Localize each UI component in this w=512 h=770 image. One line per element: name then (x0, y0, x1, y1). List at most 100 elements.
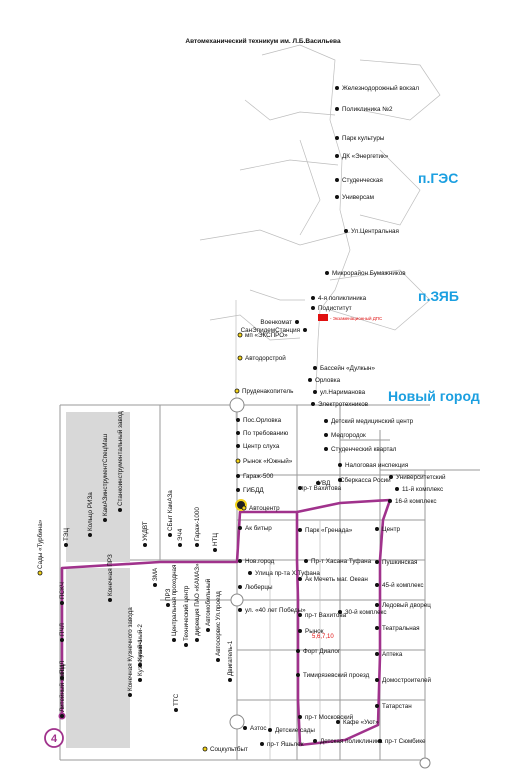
stop-marker (236, 418, 240, 422)
stop-marker (268, 728, 272, 732)
stop-marker (60, 638, 64, 642)
stop-label: Парк «Гренада» (305, 527, 353, 534)
stop-label: По требованию (243, 429, 288, 437)
stop-marker (335, 86, 339, 90)
stop-marker (344, 229, 348, 233)
stop-label: ПЦЛ (59, 661, 66, 674)
stop-label: ТЭЦ (63, 528, 70, 541)
stop-marker (118, 508, 122, 512)
stop-label: Ул.Центральная (351, 228, 399, 235)
stop-marker (298, 577, 302, 581)
stop-marker (237, 332, 243, 338)
stop-marker (108, 598, 112, 602)
stop-label: Кольцо РИЗа (87, 492, 94, 531)
stop-label: ЭЧ4 (177, 528, 184, 541)
stop-marker (389, 475, 393, 479)
stop-label: Автомобильный (204, 578, 212, 626)
stop-marker (168, 533, 172, 537)
stop-marker (88, 533, 92, 537)
stop-marker (298, 528, 302, 532)
stop-label: Пруденакопитель (242, 388, 294, 395)
stop-label: Гараж-1000 (194, 507, 201, 541)
stop-marker (378, 739, 382, 743)
stop-marker (375, 527, 379, 531)
stop-label: дирекция ПАО «КАМАЗ» (194, 563, 201, 636)
stop-label: Театральная (382, 625, 420, 632)
stop-label: 11-й комплекс (402, 485, 443, 493)
stop-marker (313, 366, 317, 370)
stop-marker (236, 444, 240, 448)
stop-label: Рынок «Южный» (243, 457, 293, 465)
stop-label: Микрорайон Бумажников (332, 269, 406, 277)
stop-marker (60, 676, 64, 680)
stop-label: Конечная ПРЗ (107, 554, 114, 596)
stop-marker (298, 613, 302, 617)
district-ges: п.ГЭС (418, 170, 458, 186)
route-frequency-note: 5,6,7,10 (312, 634, 334, 640)
stop-marker (375, 560, 379, 564)
stop-label: Электротехников (318, 401, 369, 408)
stop-marker (236, 488, 240, 492)
stop-marker (235, 458, 241, 464)
stop-label: Детский медицинский центр (331, 417, 414, 425)
stop-label: Нов.город (245, 558, 275, 565)
stop-label: Азтос (250, 725, 267, 732)
stop-label: Соцкультбыт (210, 745, 248, 753)
stop-label: Пр-т Хасана Туфана (311, 558, 372, 565)
stop-label: Люберцы (245, 583, 273, 591)
stop-marker (238, 526, 242, 530)
stop-label: УВД (318, 480, 331, 487)
stop-marker (138, 678, 142, 682)
stop-marker (298, 715, 302, 719)
stop-marker (375, 603, 379, 607)
stop-label: Ак Мечеть маг. Океан (305, 576, 368, 583)
stop-marker (304, 559, 308, 563)
stop-label: Ледовый дворец (382, 601, 431, 609)
stop-label: мп «ЭКСПРО» (245, 332, 288, 339)
stop-label: Технический центр (182, 585, 190, 641)
stop-marker (228, 678, 232, 682)
stop-label: 30-й комплекс (345, 608, 387, 616)
stop-marker (316, 481, 320, 485)
stop-label: Форт Диалог (303, 648, 341, 655)
stop-marker (166, 603, 170, 607)
stop-marker (243, 726, 247, 730)
stop-label: ДК «Энергетик» (342, 153, 389, 160)
stop-marker (296, 649, 300, 653)
stop-label: СБыт КамАЗа (167, 490, 174, 531)
roundabouts (229, 397, 431, 769)
stop-marker (60, 601, 64, 605)
stop-marker (375, 678, 379, 682)
stop-label: Бассейн «Дулкын» (320, 364, 376, 372)
stop-label: Центральная проходная (171, 565, 178, 636)
stop-marker (325, 271, 329, 275)
stop-marker (311, 306, 315, 310)
stop-marker (206, 628, 210, 632)
stop-label: 4-я поликлиника (318, 295, 367, 302)
stop-label: Пушкинская (382, 559, 417, 566)
stop-label: Студенческая (342, 177, 383, 184)
stop-label: ПЧЛ (59, 623, 66, 636)
stop-label: ГИБДД (243, 487, 264, 494)
stop-marker (248, 571, 252, 575)
stop-label: пр-т Вахитова (300, 485, 342, 492)
exam-marker (318, 314, 328, 321)
stop-label: Двигатель-1 (227, 640, 234, 676)
stop-label: Сады «Турбина» (36, 519, 44, 569)
stop-label: ЗМА (152, 567, 159, 581)
stop-marker (172, 638, 176, 642)
stop-marker (138, 663, 142, 667)
stop-label: Детские сады (275, 727, 315, 734)
stop-marker (184, 643, 188, 647)
district-new-city: Новый город (388, 388, 480, 404)
stop-marker (303, 328, 307, 332)
stop-marker (311, 296, 315, 300)
stop-label: Станкоинструментальный завод (116, 411, 124, 506)
stop-marker (237, 355, 243, 361)
stop-marker (313, 739, 317, 743)
stop-label: пр-т Сюмбике (385, 737, 426, 745)
